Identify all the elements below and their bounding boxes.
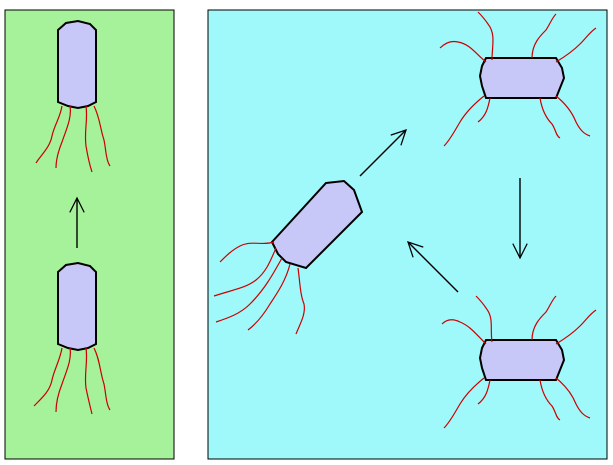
cell-body: [58, 263, 96, 350]
cell-body: [480, 340, 564, 380]
cell-body: [58, 21, 96, 108]
left-panel: [5, 10, 174, 459]
cell-body: [480, 58, 564, 98]
right-panel: [208, 10, 607, 459]
